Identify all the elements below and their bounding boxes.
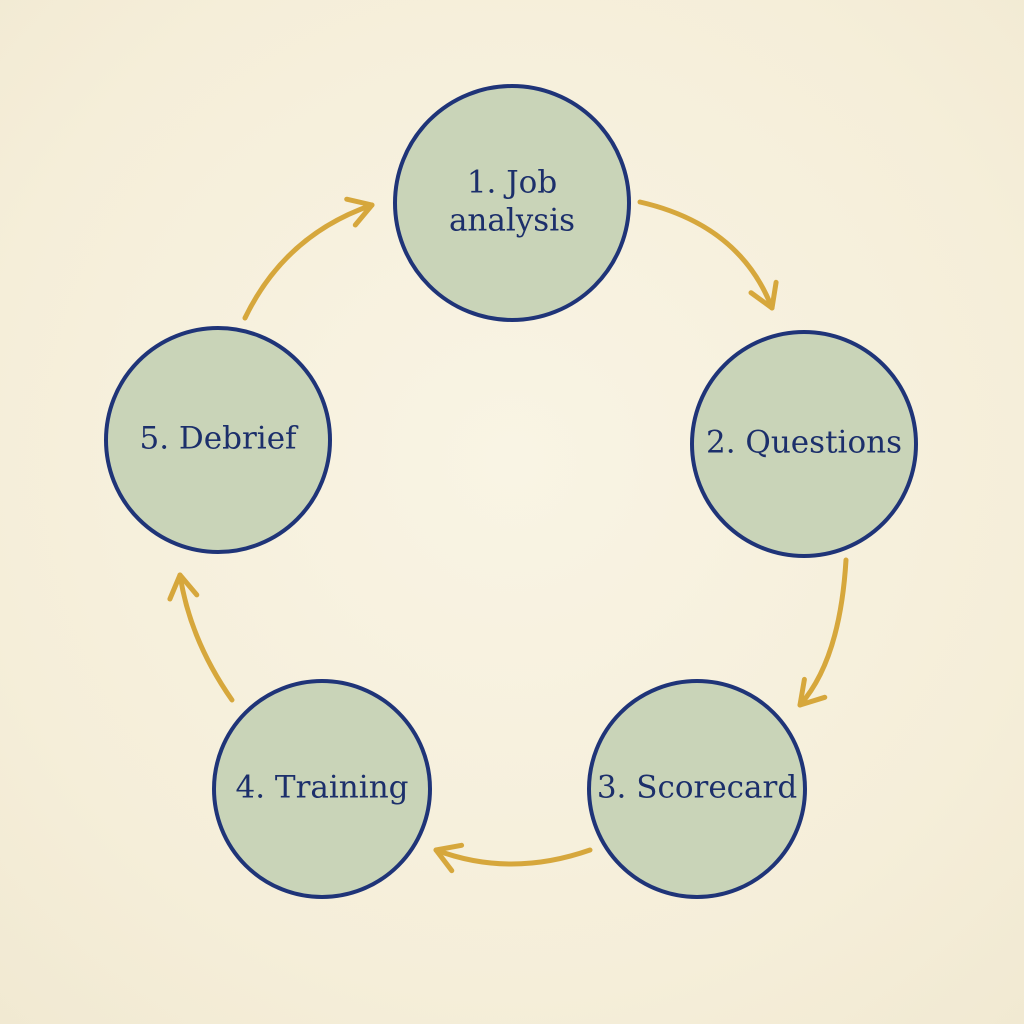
step-label-training: 4. Training: [235, 770, 408, 806]
step-label-scorecard: 3. Scorecard: [597, 770, 797, 806]
step-node-scorecard: 3. Scorecard: [587, 679, 807, 899]
arrow-job-analysis-to-questions: [637, 199, 775, 311]
step-label-debrief: 5. Debrief: [139, 421, 299, 457]
arrow-questions-to-scorecard: [797, 557, 849, 708]
arrowhead-questions-to-scorecard: [797, 676, 828, 708]
step-node-training: 4. Training: [212, 679, 432, 899]
step-circle-debrief: [104, 326, 332, 554]
step-circle-scorecard: [587, 679, 807, 899]
step-label-job-analysis-line-1: 1. Job: [467, 165, 557, 201]
arrowhead-debrief-to-job-analysis: [344, 196, 375, 228]
step-circle-job-analysis: [393, 84, 631, 322]
arrow-debrief-to-job-analysis: [242, 202, 375, 321]
step-circle-training: [212, 679, 432, 899]
step-label-questions: 2. Questions: [706, 425, 902, 461]
arrowhead-scorecard-to-training: [433, 842, 465, 874]
arrow-scorecard-to-training: [433, 847, 593, 867]
arrowhead-training-to-debrief: [167, 572, 200, 602]
step-node-questions: 2. Questions: [690, 330, 918, 558]
step-node-debrief: 5. Debrief: [104, 326, 332, 554]
step-label-job-analysis-line-2: analysis: [449, 203, 575, 239]
arrows-layer: [167, 196, 849, 874]
arrowhead-job-analysis-to-questions: [748, 279, 779, 311]
step-circle-questions: [690, 330, 918, 558]
arrow-training-to-debrief: [177, 572, 235, 703]
